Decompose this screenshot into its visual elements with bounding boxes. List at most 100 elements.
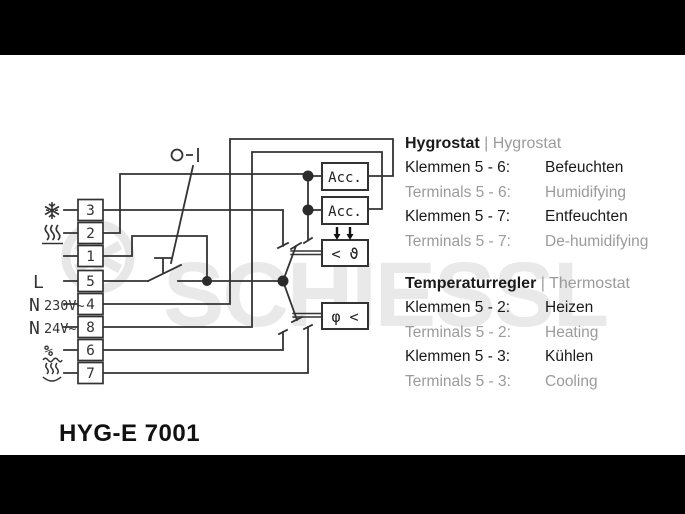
label-24v: 24V~: [44, 321, 77, 337]
manual-switch-lever: [146, 263, 183, 283]
acc1-box: [321, 162, 369, 191]
theta-linkage: [290, 250, 323, 256]
svg-text:%: %: [44, 342, 53, 360]
acc2-label: Acc.: [328, 204, 362, 220]
legend-row: Terminals 5 - 3: Cooling: [405, 370, 680, 395]
title-separator: |: [479, 135, 493, 152]
terminal-box-2: [77, 221, 104, 245]
hygrostat-title: Hygrostat | Hygrostat: [405, 131, 680, 156]
throw-tick-heating: [302, 236, 314, 245]
heating-icon: [42, 224, 63, 245]
row-value: Heizen: [545, 299, 594, 316]
row-value: Entfeuchten: [545, 208, 628, 225]
legend-row: Klemmen 5 - 2: Heizen: [405, 296, 680, 321]
hygrostat-title-de: Hygrostat: [405, 135, 480, 152]
wire-terminal8-acc2: [102, 151, 383, 328]
theta-lever-tick: [289, 241, 303, 251]
legend-row: Klemmen 5 - 3: Kühlen: [405, 345, 680, 370]
row-value: Befeuchten: [545, 159, 624, 176]
row-label: Klemmen 5 - 3:: [405, 348, 511, 365]
label-L: L: [33, 272, 44, 293]
thermostat-title-de: Temperaturregler: [405, 275, 537, 292]
model-label: HYG-E 7001: [59, 420, 201, 447]
throw-tick-cooling: [276, 241, 290, 250]
wire-terminal1: [102, 235, 208, 282]
phi-linkage: [292, 312, 323, 318]
theta-box: [321, 239, 369, 267]
terminal-number: 8: [86, 320, 95, 336]
wire-terminal4-acc1: [102, 138, 394, 305]
manual-actuator-handle: [154, 257, 172, 273]
humidity-icon: %: [42, 342, 63, 363]
legend-thermostat-block: Temperaturregler | Thermostat Klemmen 5 …: [405, 271, 680, 394]
row-value: Humidifying: [545, 183, 626, 201]
legend-row: Klemmen 5 - 6: Befeuchten: [405, 156, 680, 181]
row-value: Heating: [545, 323, 599, 341]
manual-actuator-link: [169, 164, 195, 265]
row-value: Cooling: [545, 372, 598, 390]
junction-dots: [202, 170, 314, 287]
terminal-number: 4: [86, 297, 95, 313]
watermark-text: SCHIESSL: [163, 244, 609, 346]
circuit-wires: [63, 138, 394, 374]
row-label: Terminals 5 - 2:: [405, 323, 511, 341]
label-230v: 230V~: [44, 298, 85, 314]
phi-label: φ <: [331, 308, 358, 326]
phi-lever-tick: [290, 315, 304, 324]
power-switch-symbol: [170, 148, 199, 162]
row-label: Klemmen 5 - 6:: [405, 159, 511, 176]
legend-row: Klemmen 5 - 7: Entfeuchten: [405, 205, 680, 230]
throw-tick-dehumidify: [302, 323, 314, 331]
row-label: Terminals 5 - 3:: [405, 372, 511, 390]
terminal-box-5: [77, 269, 104, 293]
theta-label: < ϑ: [331, 245, 358, 263]
wire-terminal7: [102, 326, 309, 374]
acc2-box: [321, 196, 369, 225]
wire-terminal3: [102, 209, 284, 247]
function-boxes: Acc. Acc. < ϑ φ <: [321, 162, 369, 330]
terminal-number: 7: [86, 366, 95, 382]
wire-terminal6: [102, 331, 284, 351]
thermostat-title-en: Thermostat: [549, 275, 630, 292]
thermostat-title: Temperaturregler | Thermostat: [405, 271, 680, 296]
phi-box: [321, 302, 369, 330]
label-N24: N: [29, 318, 40, 339]
legend: Hygrostat | Hygrostat Klemmen 5 - 6: Befe…: [405, 131, 680, 394]
throw-tick-humidify: [277, 328, 289, 336]
legend-row: Terminals 5 - 2: Heating: [405, 321, 680, 346]
title-separator: |: [536, 275, 550, 292]
legend-hygrostat-block: Hygrostat | Hygrostat Klemmen 5 - 6: Befe…: [405, 131, 680, 254]
terminal-number: 1: [86, 249, 95, 265]
legend-row: Terminals 5 - 7: De-humidifying: [405, 230, 680, 255]
label-N230: N: [29, 295, 40, 316]
down-arrows-icon: [333, 227, 354, 240]
supply-labels: L N 230V~ N 24V~: [29, 272, 85, 339]
row-label: Klemmen 5 - 2:: [405, 299, 511, 316]
theta-lever: [281, 244, 298, 283]
terminal-number: 5: [86, 274, 95, 290]
row-value: De-humidifying: [545, 232, 649, 250]
row-label: Terminals 5 - 6:: [405, 183, 511, 201]
terminal-box-4: [77, 292, 104, 316]
steam-icon: [42, 362, 62, 382]
terminal-numbers: 3 2 1 5 4 8 6 7: [86, 203, 95, 382]
terminal-box-7: [77, 361, 104, 385]
snowflake-icon: [44, 202, 60, 219]
row-value: Kühlen: [545, 348, 594, 365]
row-label: Klemmen 5 - 7:: [405, 208, 511, 225]
terminal-block: [77, 198, 104, 385]
terminal-number: 3: [86, 203, 95, 219]
terminal-box-8: [77, 315, 104, 339]
white-canvas: SCHIESSL: [0, 55, 685, 455]
acc1-label: Acc.: [328, 170, 362, 186]
terminal-box-1: [77, 244, 104, 268]
wire-terminal2: [102, 173, 309, 234]
legend-row: Terminals 5 - 6: Humidifying: [405, 181, 680, 206]
terminal-number: 2: [86, 226, 95, 242]
row-label: Terminals 5 - 7:: [405, 232, 511, 250]
terminal-number: 6: [86, 343, 95, 359]
hygrostat-title-en: Hygrostat: [492, 135, 562, 152]
terminal-box-6: [77, 338, 104, 362]
